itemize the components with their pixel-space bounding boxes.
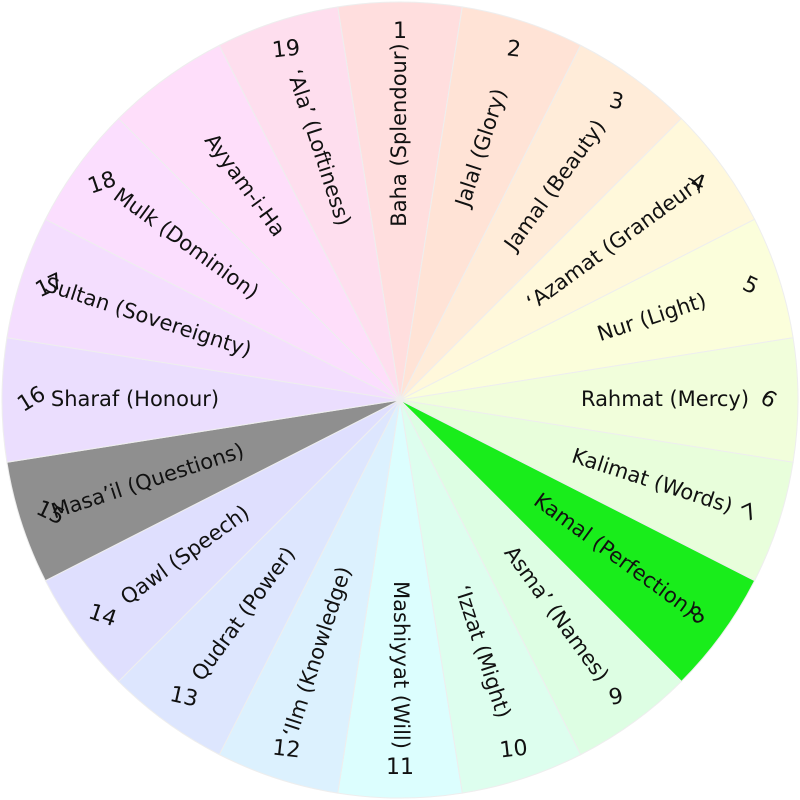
segment-number: 10 [498, 736, 529, 764]
segment-number: 2 [505, 36, 522, 62]
segment-number: 9 [607, 684, 626, 711]
segment-name: Rahmat (Mercy) [581, 387, 749, 411]
segment-number: 11 [386, 755, 414, 780]
segment-number: 19 [271, 36, 302, 64]
segment-name: Mashiyyat (Will) [389, 581, 413, 749]
segment-number: 3 [607, 88, 626, 115]
segment-number: 12 [271, 736, 302, 764]
segment-name: Baha (Splendour) [387, 43, 411, 226]
segment-number: 13 [167, 682, 200, 713]
segment-number: 1 [393, 19, 407, 44]
segment-slice [218, 6, 401, 401]
segment-name: Sharaf (Honour) [51, 387, 219, 411]
